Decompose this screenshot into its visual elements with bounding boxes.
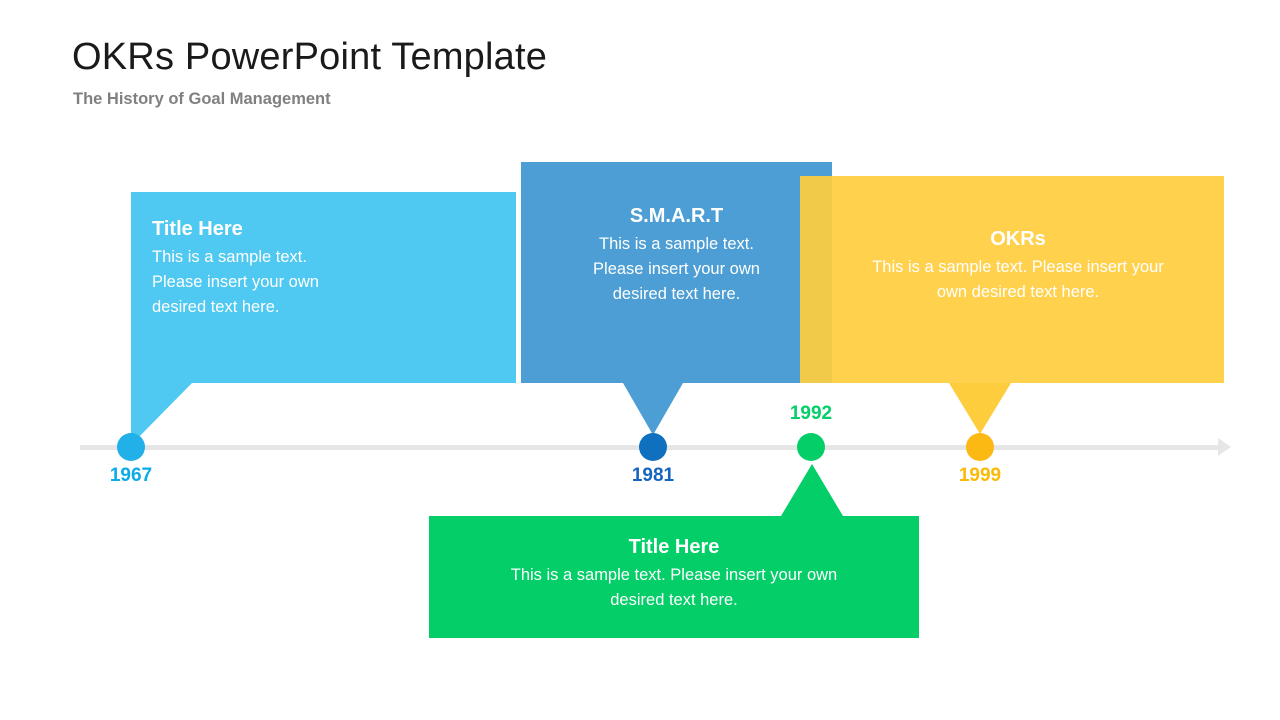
milestone-card-1981[interactable]: S.M.A.R.T This is a sample text. Please … xyxy=(521,162,832,383)
timeline-arrow-icon xyxy=(1218,438,1231,456)
card-title-1967: Title Here xyxy=(152,218,243,240)
timeline-year-1967: 1967 xyxy=(109,465,153,486)
card-pointer-1992 xyxy=(781,464,843,516)
card-pointer-1999 xyxy=(949,383,1011,434)
card-text-1999: This is a sample text. Please insert you… xyxy=(872,258,1164,301)
timeline-dot-1981[interactable] xyxy=(639,433,667,461)
card-text-1992: This is a sample text. Please insert you… xyxy=(510,566,838,609)
card-title-1981: S.M.A.R.T xyxy=(629,205,724,227)
milestone-card-1999[interactable]: OKRs This is a sample text. Please inser… xyxy=(800,176,1224,383)
milestone-card-1992[interactable]: Title Here This is a sample text. Please… xyxy=(429,516,919,638)
milestone-card-1967[interactable]: Title Here This is a sample text. Please… xyxy=(131,192,516,383)
card-content-1999: OKRs This is a sample text. Please inser… xyxy=(800,176,1224,305)
timeline-dot-1992[interactable] xyxy=(797,433,825,461)
card-title-1992: Title Here xyxy=(628,536,720,558)
timeline-year-1992: 1992 xyxy=(789,403,833,424)
page-subtitle: The History of Goal Management xyxy=(73,90,331,108)
timeline-dot-1967[interactable] xyxy=(117,433,145,461)
card-pointer-1981 xyxy=(623,383,683,435)
card-title-1999: OKRs xyxy=(990,228,1046,250)
timeline-dot-1999[interactable] xyxy=(966,433,994,461)
page-title: OKRs PowerPoint Template xyxy=(72,36,548,78)
card-content-1981: S.M.A.R.T This is a sample text. Please … xyxy=(521,162,832,307)
card-content-1992: Title Here This is a sample text. Please… xyxy=(429,516,919,613)
card-content-1967: Title Here This is a sample text. Please… xyxy=(131,192,516,320)
card-text-1967: This is a sample text. Please insert you… xyxy=(152,248,319,316)
timeline-year-1981: 1981 xyxy=(631,465,675,486)
card-text-1981: This is a sample text. Please insert you… xyxy=(593,235,760,303)
timeline-year-1999: 1999 xyxy=(958,465,1002,486)
card-pointer-1967 xyxy=(131,383,192,445)
